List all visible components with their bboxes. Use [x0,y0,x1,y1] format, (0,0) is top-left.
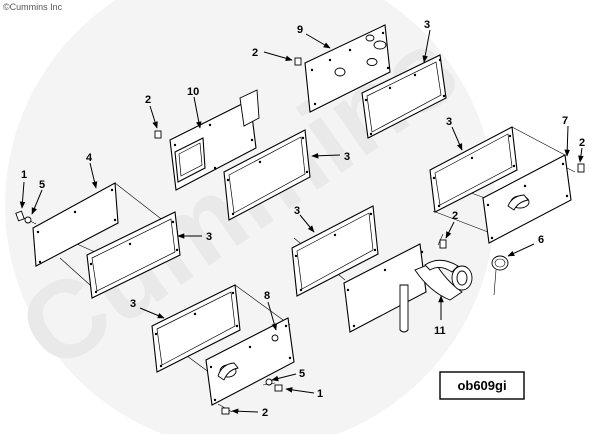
callout-3: 3 [294,205,300,217]
callout-6: 6 [538,234,544,246]
callout-5: 5 [39,179,45,191]
callout-1: 1 [21,169,27,181]
leader-arrows [19,29,584,415]
gasket-plate-3-right [429,126,518,213]
clamp-6 [491,255,509,296]
cover-plate-7 [482,154,572,244]
cover-plate-center-lower [343,243,427,333]
figure-code-box: ob609gi [439,371,525,400]
callout-4: 4 [86,152,93,164]
cover-plate-9 [304,24,391,113]
callout-8: 8 [264,290,270,302]
callout-3: 3 [130,298,136,310]
cover-plate-10 [169,89,260,191]
callout-2: 2 [452,210,458,222]
cover-plate-4 [32,182,119,267]
gasket-plate-3-bottom [151,284,241,373]
callout-3: 3 [446,116,452,128]
gasket-plate-3-middle [223,129,311,221]
callout-9: 9 [297,24,303,36]
cover-plate-8 [205,317,295,406]
callout-labels: 1 5 4 3 2 10 2 9 3 3 3 7 2 3 2 6 11 3 8 … [21,19,585,419]
callout-3: 3 [344,151,350,163]
callout-5: 5 [299,368,305,380]
callout-1: 1 [317,388,323,400]
callout-2: 2 [252,47,258,59]
callout-3: 3 [206,231,212,243]
callout-2: 2 [145,94,151,106]
figure-code-text: ob609gi [457,378,506,393]
callout-2: 2 [579,137,585,149]
elbow-tube-11 [399,259,473,333]
gasket-plate-3-left [86,211,181,299]
callout-7: 7 [562,115,568,127]
copyright-text: ©Cummins Inc [3,2,63,12]
callout-2: 2 [262,407,268,419]
callout-11: 11 [434,325,446,337]
callout-3: 3 [424,19,430,31]
callout-10: 10 [187,86,199,98]
gasket-plate-3-center [291,205,379,297]
hardware [15,57,585,415]
gasket-plate-3-top [361,54,447,139]
